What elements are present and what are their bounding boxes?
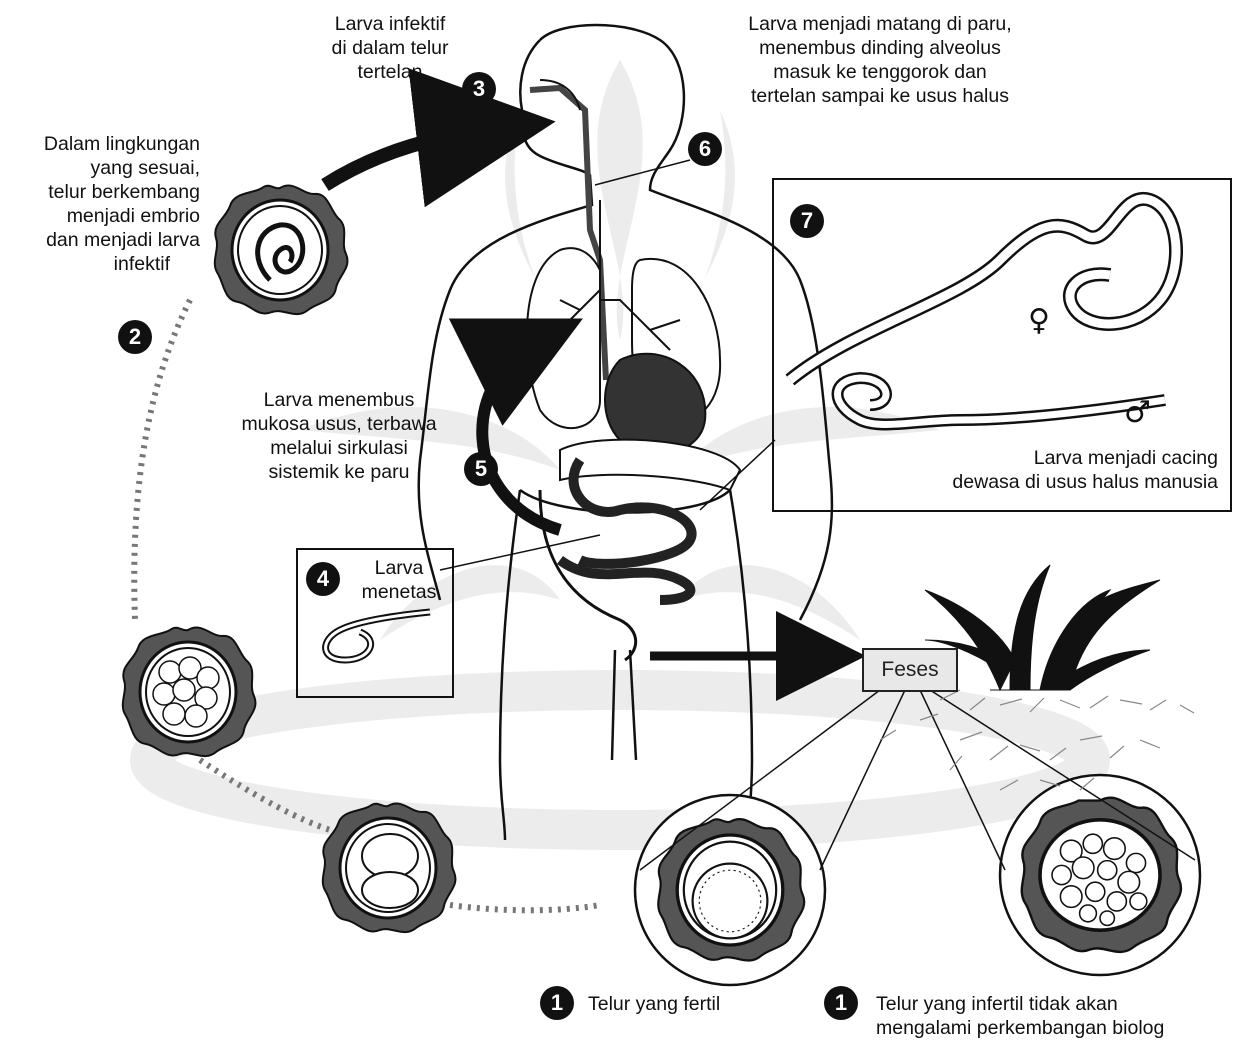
step-4-badge: 4 xyxy=(306,562,340,596)
embryonated-egg xyxy=(215,186,348,315)
label-step5-line4: sistemik ke paru xyxy=(210,460,468,484)
label-step6-line1: Larva menjadi matang di paru, xyxy=(710,12,1050,36)
label-step7-line2: dewasa di usus halus manusia xyxy=(860,470,1218,494)
label-step7-line1: Larva menjadi cacing xyxy=(860,446,1218,470)
label-step2-line4: menjadi embrio xyxy=(0,204,200,228)
label-step2-line1: Dalam lingkungan xyxy=(0,132,200,156)
step-6-badge: 6 xyxy=(688,132,722,166)
label-infertile-egg-line1: Telur yang infertil tidak akan xyxy=(876,992,1248,1016)
arrow-egg-to-mouth xyxy=(325,128,500,185)
label-step5-line3: melalui sirkulasi xyxy=(210,436,468,460)
label-fertile-egg-text: Telur yang fertil xyxy=(588,992,788,1016)
label-step2-line6: infektif xyxy=(0,252,200,276)
morula-egg xyxy=(123,628,256,757)
label-fertile-egg: Telur yang fertil xyxy=(588,992,788,1016)
step-7-badge: 7 xyxy=(790,204,824,238)
label-step6-line2: menembus dinding alveolus xyxy=(710,36,1050,60)
step-1-badge-fertile: 1 xyxy=(540,986,574,1020)
grass-icon xyxy=(925,565,1160,690)
two-cell-egg xyxy=(323,804,456,933)
label-step6: Larva menjadi matang di paru, menembus d… xyxy=(710,12,1050,108)
label-step4-line2: menetas xyxy=(344,580,454,604)
female-symbol: ♀ xyxy=(1028,306,1050,336)
label-step3: Larva infektif di dalam telur tertelan xyxy=(300,12,480,84)
label-step7: Larva menjadi cacing dewasa di usus halu… xyxy=(860,446,1218,494)
label-step3-line1: Larva infektif xyxy=(300,12,480,36)
label-step5-line2: mukosa usus, terbawa xyxy=(210,412,468,436)
step-2-badge: 2 xyxy=(118,320,152,354)
label-step5: Larva menembus mukosa usus, terbawa mela… xyxy=(210,388,468,484)
fertile-egg-magnified xyxy=(635,795,825,985)
label-step6-line3: masuk ke tenggorok dan xyxy=(710,60,1050,84)
step-5-badge: 5 xyxy=(464,452,498,486)
label-step5-line1: Larva menembus xyxy=(210,388,468,412)
step-1-badge-infertile: 1 xyxy=(824,986,858,1020)
label-infertile-egg-line2: mengalami perkembangan biolog xyxy=(876,1016,1248,1040)
label-infertile-egg: Telur yang infertil tidak akan mengalami… xyxy=(876,992,1248,1040)
feses-label: Feses xyxy=(862,648,958,692)
label-step2-line5: dan menjadi larva xyxy=(0,228,200,252)
label-step4: Larva menetas xyxy=(344,556,454,604)
label-step2-line3: telur berkembang xyxy=(0,180,200,204)
infertile-egg-magnified xyxy=(1000,775,1200,975)
label-step3-line2: di dalam telur xyxy=(300,36,480,60)
male-symbol: ♂ xyxy=(1124,398,1151,428)
label-step6-line4: tertelan sampai ke usus halus xyxy=(710,84,1050,108)
label-step2-line2: yang sesuai, xyxy=(0,156,200,180)
label-step4-line1: Larva xyxy=(344,556,454,580)
label-step2: Dalam lingkungan yang sesuai, telur berk… xyxy=(0,132,200,276)
label-step3-line3: tertelan xyxy=(300,60,480,84)
dotted-cycle-path-3 xyxy=(450,905,600,910)
